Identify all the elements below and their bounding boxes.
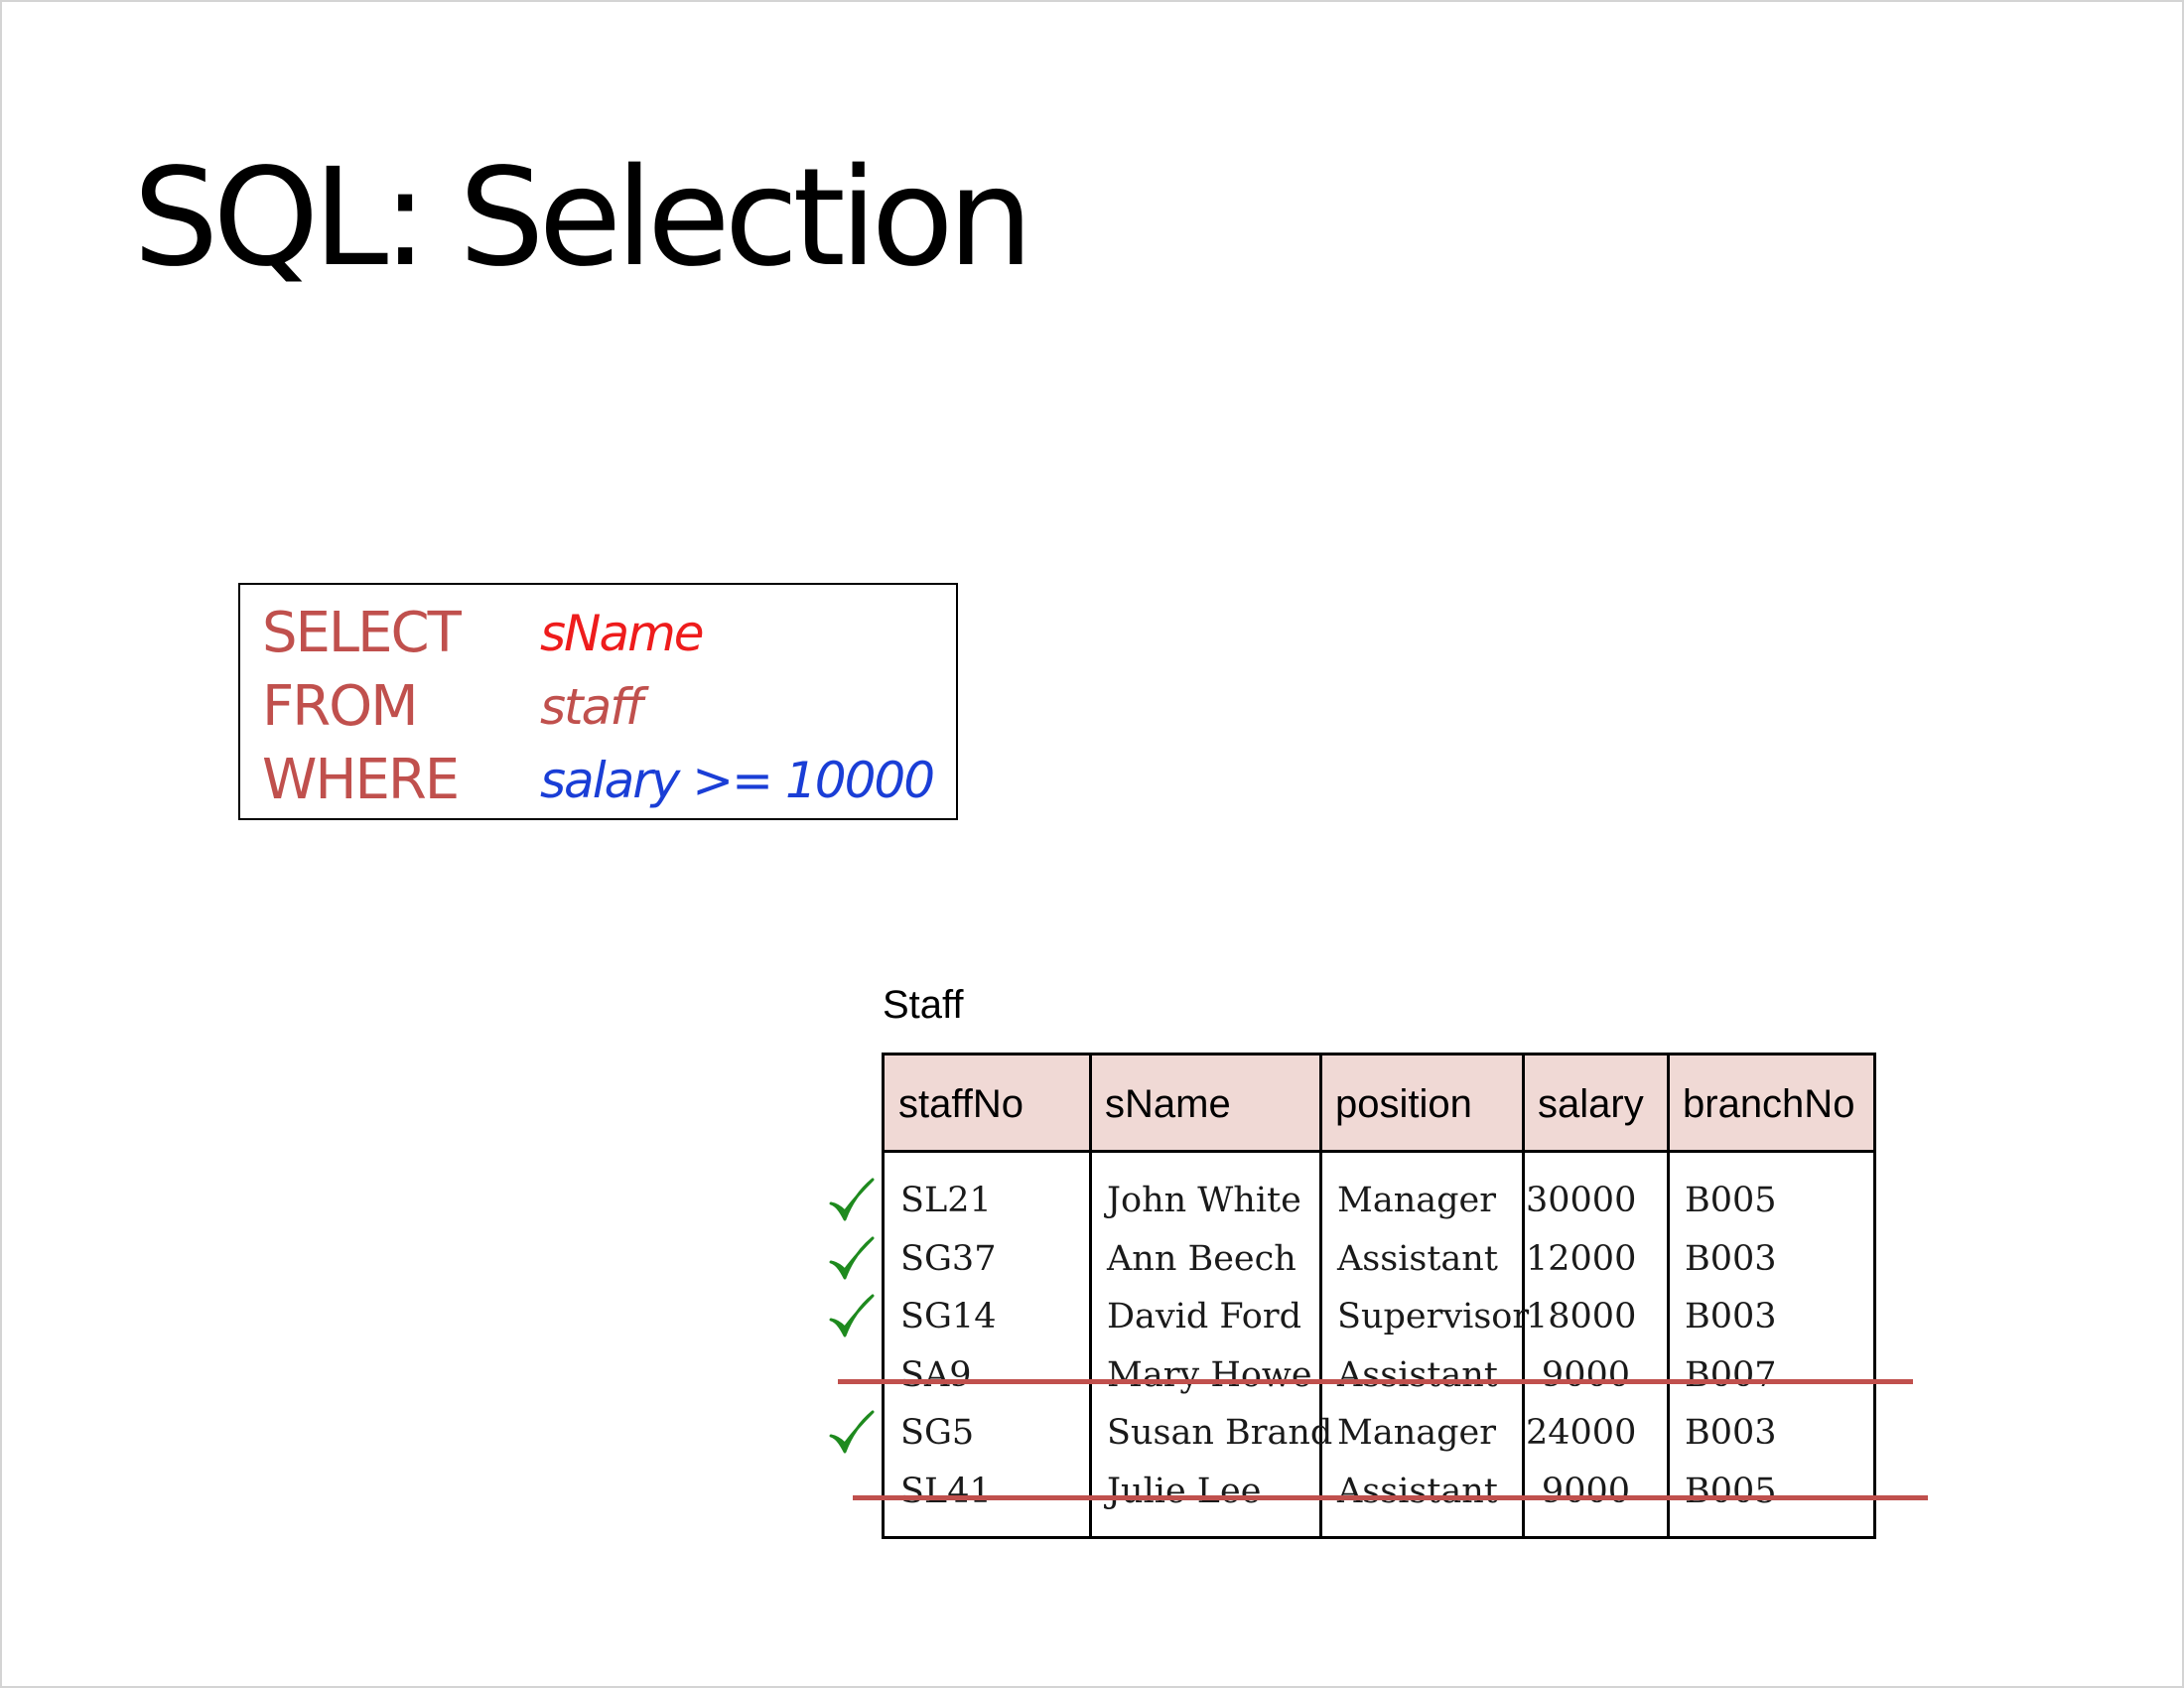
- check-icon: [829, 1410, 875, 1454]
- column-header-position: position: [1335, 1082, 1472, 1126]
- column-divider: [1089, 1055, 1092, 1536]
- table-cell: 9000: [1541, 1471, 1630, 1511]
- column-header-salary: salary: [1538, 1082, 1644, 1126]
- table-header: [885, 1055, 1873, 1153]
- query-line-select: SELECT sName: [240, 597, 956, 670]
- table-cell: Supervisor: [1337, 1297, 1530, 1336]
- column-divider: [1319, 1055, 1322, 1536]
- table-cell: Manager: [1337, 1181, 1496, 1220]
- table-cell: B003: [1685, 1238, 1777, 1279]
- from-argument: staff: [540, 678, 642, 736]
- table-cell: SG14: [900, 1297, 997, 1336]
- table-cell: John White: [1107, 1181, 1301, 1220]
- table-cell: SA9: [900, 1354, 972, 1395]
- column-divider: [1667, 1055, 1670, 1536]
- table-cell: Mary Howe: [1107, 1354, 1312, 1395]
- slide-title: SQL: Selection: [133, 140, 1033, 297]
- column-header-sname: sName: [1105, 1082, 1231, 1126]
- table-cell: Assistant: [1337, 1238, 1498, 1279]
- table-cell: B003: [1685, 1413, 1777, 1453]
- table-cell: David Ford: [1107, 1297, 1302, 1336]
- select-keyword: SELECT: [262, 601, 462, 665]
- sql-query-box: SELECT sName FROM staff WHERE salary >= …: [238, 583, 958, 820]
- table-cell: SL21: [900, 1181, 992, 1220]
- where-argument: salary >= 10000: [540, 752, 935, 809]
- from-keyword: FROM: [262, 674, 419, 739]
- check-icon: [829, 1294, 875, 1337]
- table-caption: Staff: [883, 983, 964, 1027]
- table-cell: Ann Beech: [1107, 1238, 1297, 1279]
- table-cell: B005: [1685, 1471, 1777, 1511]
- table-cell: Susan Brand: [1107, 1413, 1333, 1453]
- strikethrough-line: [838, 1378, 1913, 1384]
- table-cell: SG5: [900, 1413, 975, 1453]
- table-cell: Manager: [1337, 1413, 1496, 1453]
- column-header-branchno: branchNo: [1683, 1082, 1855, 1126]
- query-line-where: WHERE salary >= 10000: [240, 744, 956, 817]
- query-line-from: FROM staff: [240, 670, 956, 744]
- table-cell: Assistant: [1337, 1471, 1498, 1511]
- table-cell: SL41: [900, 1471, 992, 1511]
- strikethrough-line: [853, 1494, 1928, 1500]
- column-divider: [1522, 1055, 1525, 1536]
- table-cell: 9000: [1541, 1354, 1630, 1395]
- table-cell: SG37: [900, 1238, 997, 1279]
- table-cell: B007: [1685, 1354, 1777, 1395]
- table-cell: 18000: [1526, 1297, 1637, 1336]
- check-icon: [829, 1178, 875, 1221]
- table-cell: B005: [1685, 1181, 1777, 1220]
- where-keyword: WHERE: [262, 748, 460, 812]
- table-cell: 12000: [1526, 1238, 1637, 1279]
- select-argument: sName: [540, 605, 705, 662]
- table-cell: 24000: [1526, 1413, 1637, 1453]
- table-cell: Assistant: [1337, 1354, 1498, 1395]
- column-header-staffno: staffNo: [898, 1082, 1024, 1126]
- table-cell: Julie Lee: [1107, 1471, 1262, 1511]
- check-icon: [829, 1236, 875, 1279]
- table-cell: B003: [1685, 1297, 1777, 1336]
- table-cell: 30000: [1526, 1181, 1637, 1220]
